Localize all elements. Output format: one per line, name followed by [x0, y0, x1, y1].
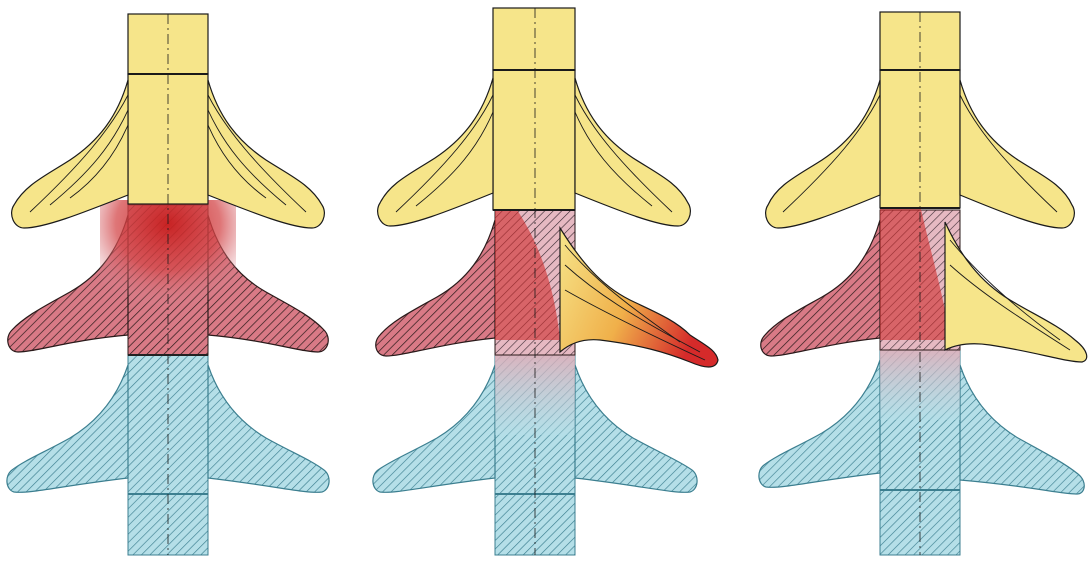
middle-segment [761, 205, 960, 356]
lower-segment [759, 350, 1084, 555]
panel-right [759, 12, 1087, 555]
displaced-wing [560, 228, 718, 367]
upper-segment [378, 8, 691, 226]
sheared-wing [945, 222, 1087, 362]
panel-left [7, 14, 329, 555]
panel-middle [373, 8, 718, 555]
